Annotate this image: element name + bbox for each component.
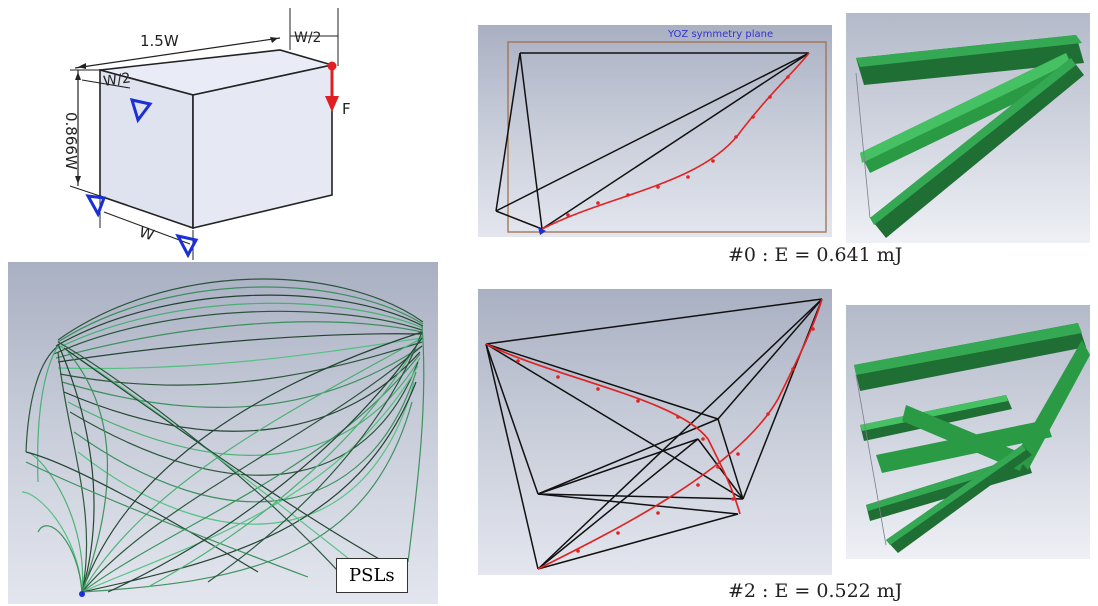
load-point [327,61,337,71]
psl-label-box: PSLs [336,558,408,593]
optimized-curves [485,298,823,570]
design0-caption: #0 : E = 0.641 mJ [728,244,903,266]
dim-top-right-label: W/2 [294,30,321,46]
truss-members [485,298,823,570]
curve-markers [566,75,790,217]
design2-truss-panel [478,289,832,575]
force-label: F [342,100,351,118]
psl-streamlines [21,278,425,597]
box-front-face [99,68,194,230]
force-arrow-icon [325,96,339,112]
support-icon [538,227,546,235]
dim-left-top-label: W/2 [102,70,131,90]
curve-markers [516,327,815,553]
design0-truss-panel: YOZ symmetry plane [478,25,832,237]
design2-beam-render [846,305,1090,559]
design0-beam-render [846,13,1090,243]
support-icon [85,97,199,259]
psl-label: PSLs [349,565,395,586]
dim-height-label: 0.866W [62,112,80,170]
symmetry-plane-label: YOZ symmetry plane [667,29,773,40]
truss-members [495,52,810,230]
dim-bottom-label: W [137,223,157,245]
box-side-face [192,64,333,230]
dim-top-label: 1.5W [140,32,179,50]
psl-support-point [79,591,85,597]
design-domain-diagram: 0.866W 1.5W W/2 W/2 W F [62,8,351,260]
symmetry-plane-frame [507,41,827,233]
psl-render-panel: PSLs [8,262,438,604]
design2-caption: #2 : E = 0.522 mJ [728,580,903,602]
